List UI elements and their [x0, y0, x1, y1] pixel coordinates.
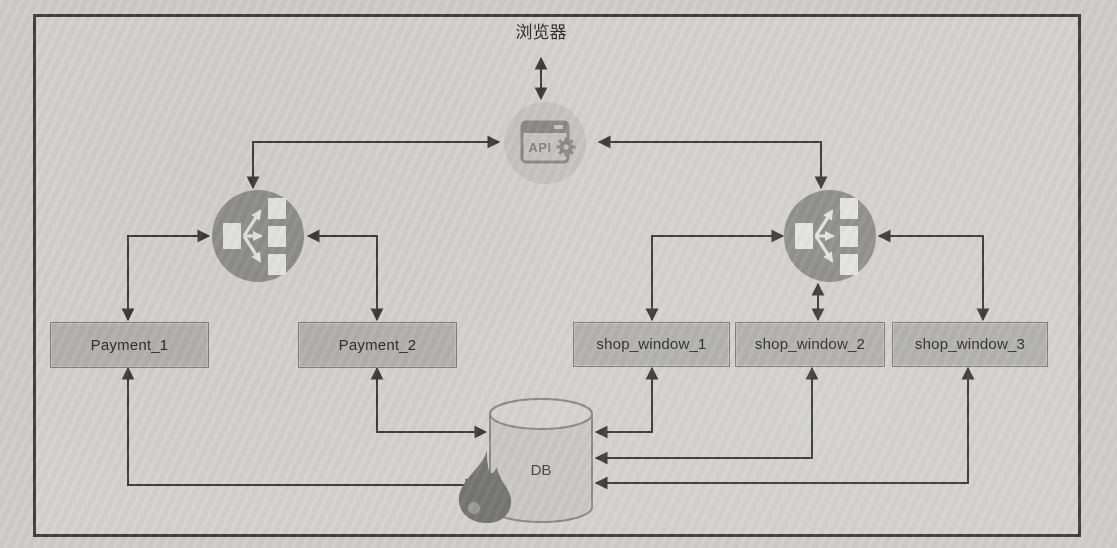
- edge-load-balancer-right-shop-window-1: [645, 229, 785, 322]
- node-label: Payment_1: [90, 336, 169, 354]
- api-label: API: [528, 140, 551, 155]
- edge-api-load-balancer-left: [246, 135, 501, 190]
- node-shop-window-3: shop_window_3: [892, 322, 1048, 367]
- node-payment-1: Payment_1: [50, 322, 209, 368]
- browser-label: 浏览器: [515, 23, 567, 42]
- node-shop-window-1: shop_window_1: [573, 322, 730, 367]
- edge-load-balancer-left-payment-2: [306, 229, 384, 322]
- db-node: [458, 398, 593, 524]
- api-window-gear-icon: API: [520, 120, 576, 164]
- node-payment-2: Payment_2: [298, 322, 457, 368]
- db-label: DB: [530, 462, 552, 479]
- node-shop-window-2: shop_window_2: [735, 322, 885, 367]
- edge-shop-window-3-db: [594, 366, 975, 490]
- node-label: Payment_2: [338, 336, 417, 354]
- load-balancer-left: [212, 190, 304, 282]
- edge-api-load-balancer-right: [597, 135, 828, 190]
- node-label: shop_window_1: [596, 336, 707, 353]
- node-label: shop_window_2: [754, 336, 866, 353]
- edge-shop-window-2-db: [594, 366, 819, 465]
- edge-payment-1-db: [121, 366, 479, 492]
- load-balancer-icon: [784, 190, 876, 282]
- api-gateway-node: API: [504, 102, 586, 184]
- edge-shop-window-1-db: [594, 366, 659, 439]
- edge-load-balancer-right-shop-window-3: [877, 229, 990, 322]
- node-label: shop_window_3: [914, 336, 1026, 353]
- edge-load-balancer-left-payment-1: [121, 229, 211, 322]
- gear-icon: [556, 137, 576, 157]
- edge-payment-2-db: [370, 366, 488, 439]
- load-balancer-icon: [212, 190, 304, 282]
- load-balancer-right: [784, 190, 876, 282]
